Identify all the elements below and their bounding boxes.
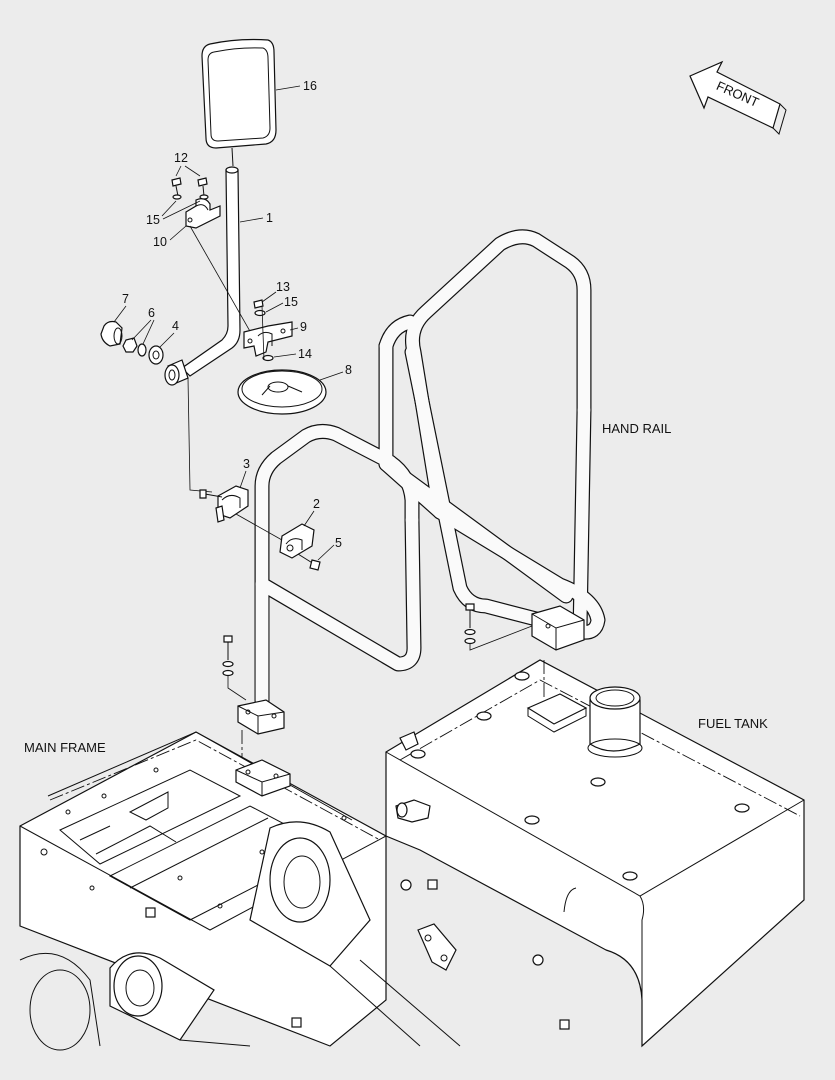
leader-15a-1: [161, 200, 177, 217]
assembly-line-3-2: [235, 513, 283, 541]
leader-4: [159, 332, 175, 348]
callout-15a: 15: [146, 213, 160, 227]
callout-5: 5: [335, 536, 342, 550]
callout-8: 8: [345, 363, 352, 377]
bracket-2: [279, 523, 315, 559]
front-arrow: FRONT: [689, 60, 787, 135]
callout-7: 7: [122, 292, 129, 306]
leader-14: [273, 353, 297, 358]
hand-rail-label: HAND RAIL: [602, 421, 671, 436]
leader-12a: [175, 165, 182, 177]
fuel-tank-label: FUEL TANK: [698, 716, 768, 731]
bolt-5: [297, 553, 321, 571]
leader-6b: [142, 319, 155, 345]
hand-rail: [237, 229, 606, 735]
leader-1: [239, 217, 264, 223]
main-frame: [19, 731, 461, 1051]
bracket-3: [199, 485, 249, 523]
callout-10: 10: [153, 235, 167, 249]
leader-6a: [131, 319, 152, 341]
rail-bolt-right: [464, 603, 533, 651]
washer-6: [137, 343, 147, 357]
mirror-arm: [181, 166, 241, 377]
leader-12b: [184, 165, 201, 177]
cap-7: [100, 320, 123, 347]
assembly-line-clamp: [189, 225, 256, 341]
callout-2: 2: [313, 497, 320, 511]
upper-clamp: [185, 198, 221, 229]
callout-16: 16: [303, 79, 317, 93]
fuel-tank: [385, 659, 805, 1048]
leader-7: [113, 305, 127, 323]
callout-4: 4: [172, 319, 179, 333]
tank-bosses: [400, 671, 750, 1030]
bolt-12a: [171, 177, 182, 200]
leader-2: [303, 510, 315, 527]
callout-15b: 15: [284, 295, 298, 309]
callout-12: 12: [174, 151, 188, 165]
callout-6: 6: [148, 306, 155, 320]
fuel-filler-neck: [587, 686, 643, 758]
mirror-head: [201, 38, 277, 167]
leader-15b: [265, 302, 284, 313]
nut-13: [253, 299, 264, 309]
bolt-12b: [197, 177, 209, 200]
leader-3: [239, 470, 247, 489]
washer-15b: [254, 309, 266, 317]
lower-clamp: [243, 321, 293, 357]
leader-15a-2: [162, 200, 201, 220]
callout-13: 13: [276, 280, 290, 294]
callout-1: 1: [266, 211, 273, 225]
arm-boss: [164, 359, 189, 386]
mirror-disc: [237, 369, 327, 415]
leader-10: [169, 225, 187, 241]
leader-8: [319, 371, 344, 381]
spacer-4: [148, 345, 164, 365]
callout-3: 3: [243, 457, 250, 471]
frame-fasteners: [40, 767, 347, 1028]
callout-14: 14: [298, 347, 312, 361]
leader-13: [261, 291, 277, 303]
callout-9: 9: [300, 320, 307, 334]
axis-9: [261, 305, 265, 361]
main-frame-label: MAIN FRAME: [24, 740, 106, 755]
leader-5: [317, 544, 335, 561]
rail-bolt-left: [222, 635, 247, 701]
leader-16: [275, 85, 301, 91]
washer-14: [262, 354, 274, 362]
leader-9: [289, 327, 299, 331]
